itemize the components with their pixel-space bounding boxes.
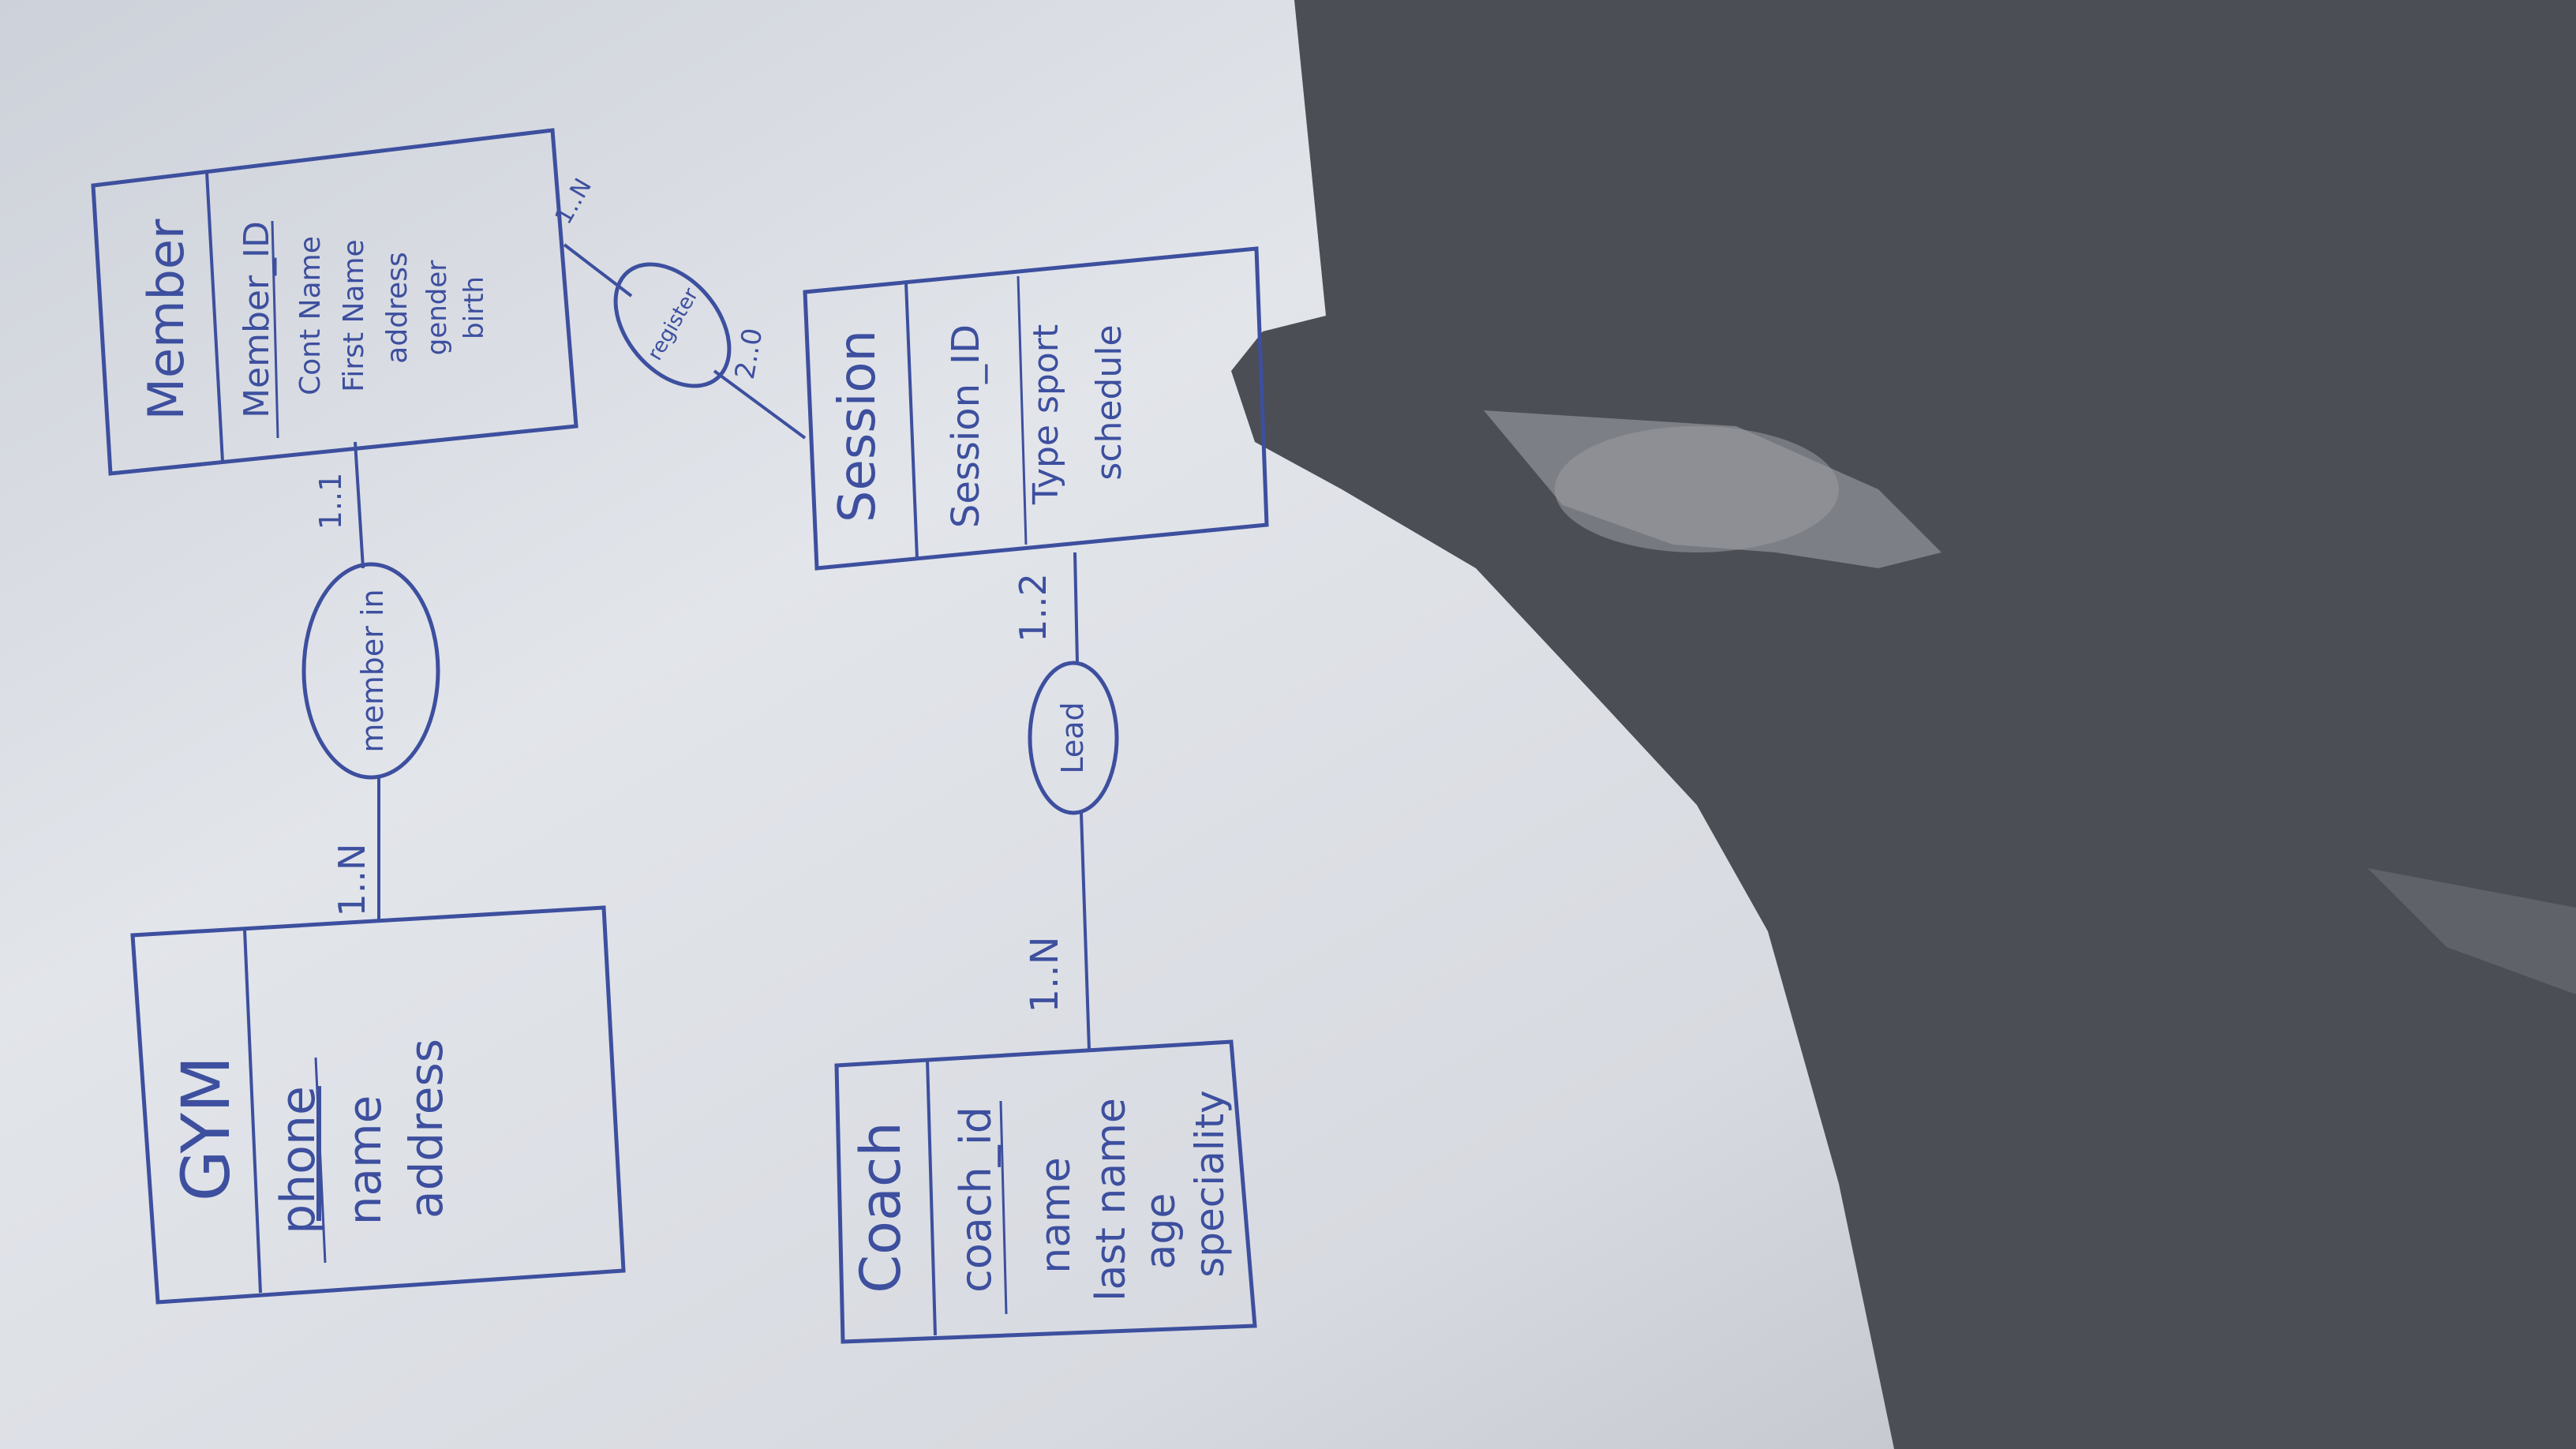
- register-line-session: [713, 369, 807, 440]
- entity-member: Member Member_ID Cont Name First Name ad…: [91, 128, 578, 476]
- member-in-line-member: [354, 441, 365, 569]
- coach-attr-name: name: [1032, 1157, 1080, 1273]
- member-attr-first-name: First Name: [338, 239, 370, 391]
- gym-attr-name: name: [338, 1095, 391, 1225]
- gym-title: GYM: [167, 1056, 245, 1202]
- entity-coach: Coach coach_id name last name age specia…: [834, 1039, 1257, 1344]
- member-attr-cont-name: Cont Name: [294, 236, 327, 395]
- entity-session: Session Session_ID Type sport schedule: [803, 246, 1269, 571]
- session-divider: [904, 282, 919, 560]
- register-ellipse: [613, 262, 732, 388]
- coach-attr-age: age: [1137, 1193, 1185, 1270]
- gym-attr-phone: phone: [271, 1086, 326, 1234]
- member-attr-gender: gender: [421, 260, 453, 356]
- gym-attr-address: address: [399, 1039, 453, 1219]
- gym-box: [130, 905, 626, 1305]
- lead-ellipse: [1028, 661, 1119, 815]
- coach-pk-underline: [999, 1100, 1008, 1315]
- member-attr-id: Member_ID: [237, 221, 277, 418]
- coach-box: [834, 1039, 1257, 1344]
- lead-line-coach: [1080, 812, 1091, 1050]
- relationship-member-in: member in 1..N 1..1: [301, 441, 440, 919]
- session-attr-id: Session_ID: [944, 324, 988, 528]
- member-attr-birth: birth: [459, 276, 490, 339]
- member-attr-address: address: [381, 252, 414, 363]
- hand-shadow: [1231, 0, 2576, 1449]
- gym-pk-underline: [314, 1057, 327, 1264]
- coach-attr-speciality: speciality: [1187, 1090, 1233, 1278]
- member-pk-underline: [271, 220, 279, 439]
- member-in-card-gym: 1..N: [331, 844, 373, 917]
- session-attr-type-sport: Type sport: [1026, 324, 1066, 505]
- register-line-member: [563, 243, 633, 298]
- member-title: Member: [137, 219, 195, 421]
- gym-divider: [243, 929, 262, 1294]
- lead-label: Lead: [1055, 702, 1090, 773]
- lead-card-coach: 1..N: [1023, 937, 1067, 1013]
- member-in-label: member in: [355, 589, 390, 752]
- coach-title: Coach: [848, 1121, 913, 1293]
- member-in-card-member: 1..1: [313, 473, 348, 530]
- member-box: [91, 128, 578, 476]
- lead-card-session: 1..2: [1012, 573, 1054, 642]
- coach-attr-last-name: last name: [1088, 1098, 1135, 1301]
- coach-attr-id: coach_id: [951, 1106, 1001, 1293]
- member-in-ellipse: [301, 562, 440, 780]
- session-title: Session: [829, 330, 887, 522]
- relationship-lead: Lead 1..N 1..2: [1012, 552, 1119, 1050]
- session-box: [803, 246, 1269, 571]
- session-attr-schedule: schedule: [1089, 324, 1129, 480]
- session-divider-2: [1017, 275, 1028, 545]
- coach-divider: [926, 1058, 937, 1336]
- entity-gym: GYM phone name address: [130, 905, 626, 1305]
- lead-line-session: [1073, 552, 1079, 664]
- member-divider: [205, 171, 224, 462]
